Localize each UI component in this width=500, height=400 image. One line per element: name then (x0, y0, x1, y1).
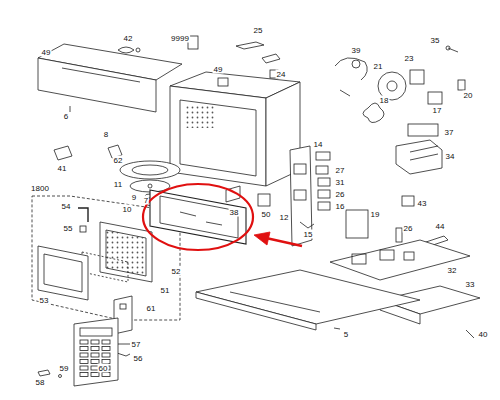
callout-number: 42 (123, 34, 134, 43)
callout-number: 38 (229, 208, 240, 217)
callout-number: 43 (417, 199, 428, 208)
keypad-button (102, 353, 110, 357)
keypad-button (102, 347, 110, 351)
callout-number: 8 (103, 130, 109, 139)
callout-number: 11 (113, 180, 123, 189)
keypad-button (91, 340, 99, 344)
callout-number: 59 (59, 364, 70, 373)
callout-number: 6 (63, 112, 69, 121)
callout-number: 5 (343, 330, 349, 339)
callout-number: 33 (465, 280, 476, 289)
keypad-button (80, 340, 88, 344)
callout-number: 31 (335, 178, 346, 187)
callout-number: 1800 (30, 184, 50, 193)
callout-number: 55 (63, 224, 74, 233)
keypad-button (80, 360, 88, 364)
callout-number: 34 (445, 152, 456, 161)
callout-number: 27 (335, 166, 346, 175)
callout-number: 15 (303, 230, 314, 239)
keypad-button (80, 347, 88, 351)
callout-number: 7 (143, 196, 149, 205)
callout-number: 26 (335, 190, 346, 199)
callout-number: 40 (478, 330, 489, 339)
keypad-button (102, 373, 110, 377)
callout-number: 62 (113, 156, 124, 165)
callout-number: 53 (39, 296, 50, 305)
callout-number: 16 (335, 202, 346, 211)
callout-number: 54 (61, 202, 72, 211)
callout-number: 51 (160, 286, 171, 295)
callout-number: 24 (276, 70, 287, 79)
callout-number: 32 (447, 266, 458, 275)
keypad-button (91, 347, 99, 351)
callout-number: 49 (213, 65, 224, 74)
keypad-button (91, 353, 99, 357)
callout-number: 18 (379, 96, 390, 105)
callout-number: 9 (131, 193, 137, 202)
callout-number: 14 (313, 140, 324, 149)
callout-number: 52 (171, 267, 182, 276)
callout-number: 25 (253, 26, 264, 35)
callout-number: 41 (57, 164, 68, 173)
callout-number: 23 (404, 54, 415, 63)
callout-number: 61 (146, 304, 157, 313)
callout-number: 10 (122, 205, 133, 214)
callout-number: 58 (35, 378, 46, 387)
callout-number: 20 (463, 91, 474, 100)
callout-number: 50 (261, 210, 272, 219)
callout-number: 26 (403, 224, 414, 233)
callout-number: 17 (432, 106, 443, 115)
keypad-button (80, 373, 88, 377)
callout-number: 60 (98, 364, 109, 373)
callout-number: 44 (435, 222, 446, 231)
keypad-button (91, 373, 99, 377)
callout-number: 35 (430, 36, 441, 45)
callout-number: 21 (373, 62, 384, 71)
keypad-button (80, 353, 88, 357)
keypad-button (80, 366, 88, 370)
callout-number: 37 (444, 128, 455, 137)
callout-number: 49 (41, 48, 52, 57)
keypad-button (102, 340, 110, 344)
callout-number: 12 (279, 213, 290, 222)
callout-number: 9999 (170, 34, 190, 43)
callout-number: 19 (370, 210, 381, 219)
callout-number: 39 (351, 46, 362, 55)
callout-number: 57 (131, 340, 142, 349)
callout-number: 56 (133, 354, 144, 363)
